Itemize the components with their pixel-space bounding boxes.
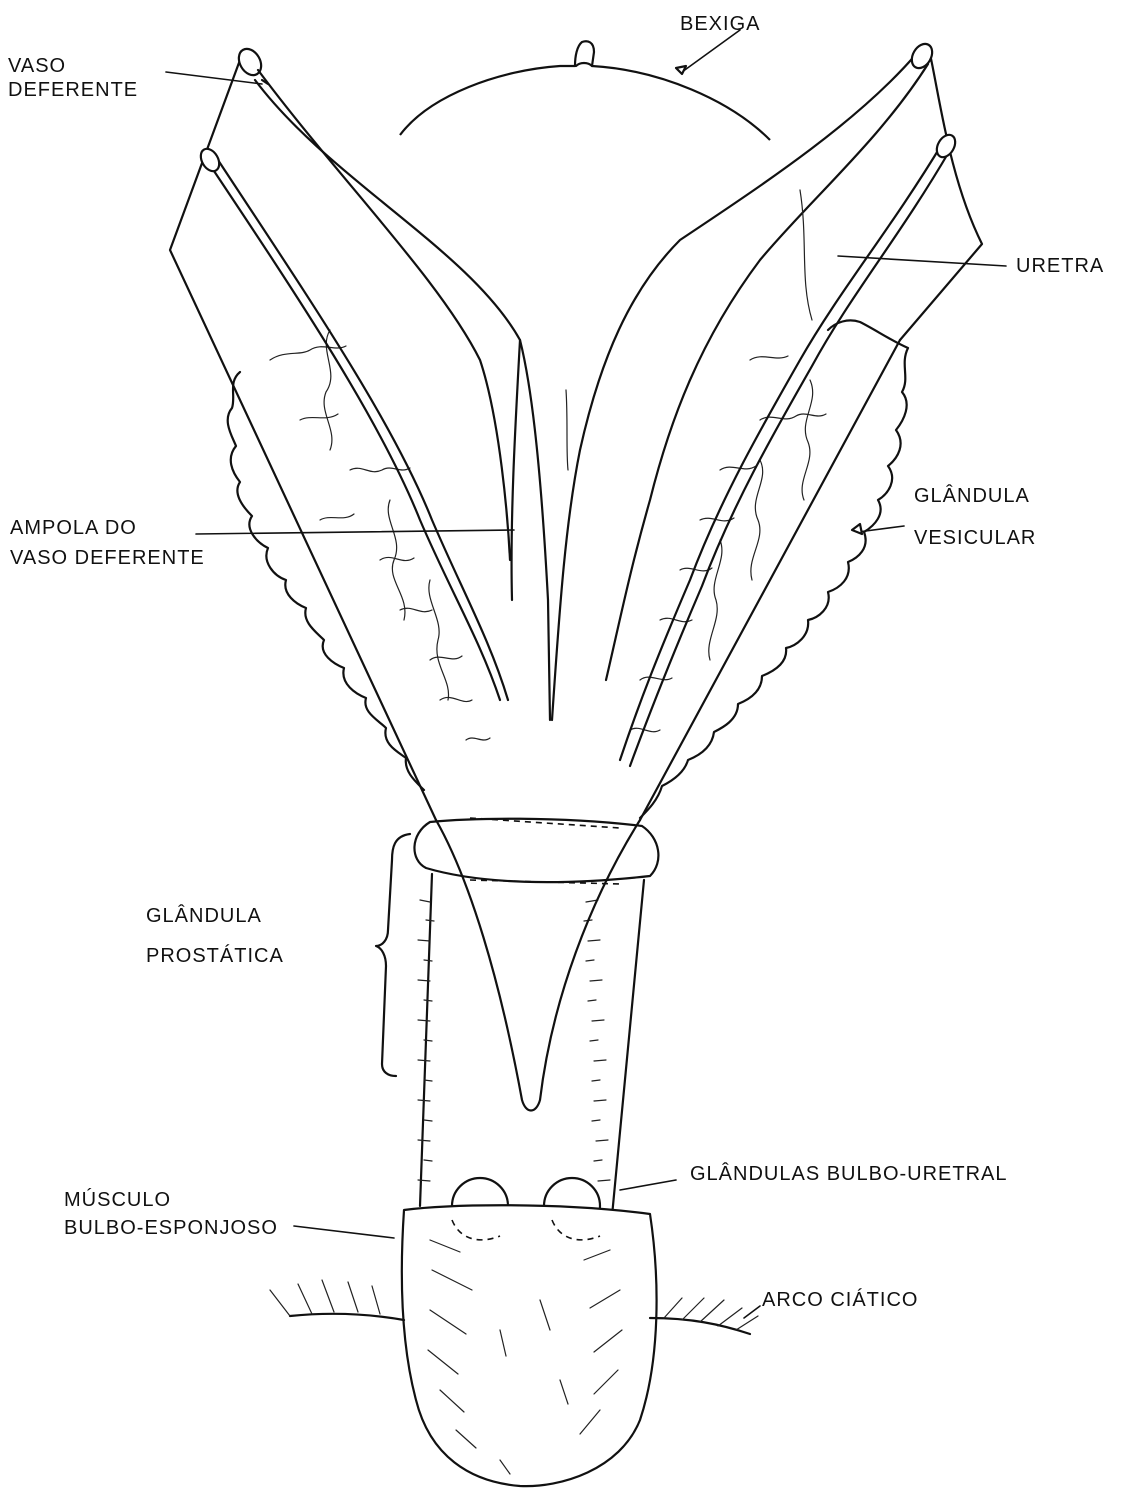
label-glandulas-bulbo-uretral: GLÂNDULAS BULBO-URETRAL	[690, 1162, 1008, 1185]
label-glandula-prostatica-line2: PROSTÁTICA	[146, 944, 284, 967]
label-glandula-vesicular-line1: GLÂNDULA	[914, 484, 1030, 507]
label-ampola-line1: AMPOLA DO	[10, 517, 137, 539]
bulbospongiosus-muscle	[402, 1205, 657, 1486]
label-glandula-prostatica-line1: GLÂNDULA	[146, 904, 262, 927]
bladder	[400, 41, 770, 140]
label-musculo-line2: BULBO-ESPONJOSO	[64, 1217, 278, 1239]
pelvic-urethra	[418, 874, 644, 1216]
label-vaso-deferente-line2: DEFERENTE	[8, 79, 138, 101]
label-vaso-deferente-line1: VASO	[8, 55, 66, 77]
label-bexiga: BEXIGA	[680, 13, 760, 35]
label-ampola-line2: VASO DEFERENTE	[10, 547, 205, 569]
vas-deferens-right	[552, 40, 982, 820]
vas-deferens-left	[170, 45, 550, 820]
leader-lines	[166, 30, 1006, 1318]
seminal-gland-right	[630, 320, 908, 818]
label-uretra: URETRA	[1016, 255, 1104, 277]
label-arco-ciatico: ARCO CIÁTICO	[762, 1288, 918, 1311]
label-glandula-vesicular-line2: VESICULAR	[914, 527, 1036, 549]
label-musculo-line1: MÚSCULO	[64, 1188, 171, 1211]
